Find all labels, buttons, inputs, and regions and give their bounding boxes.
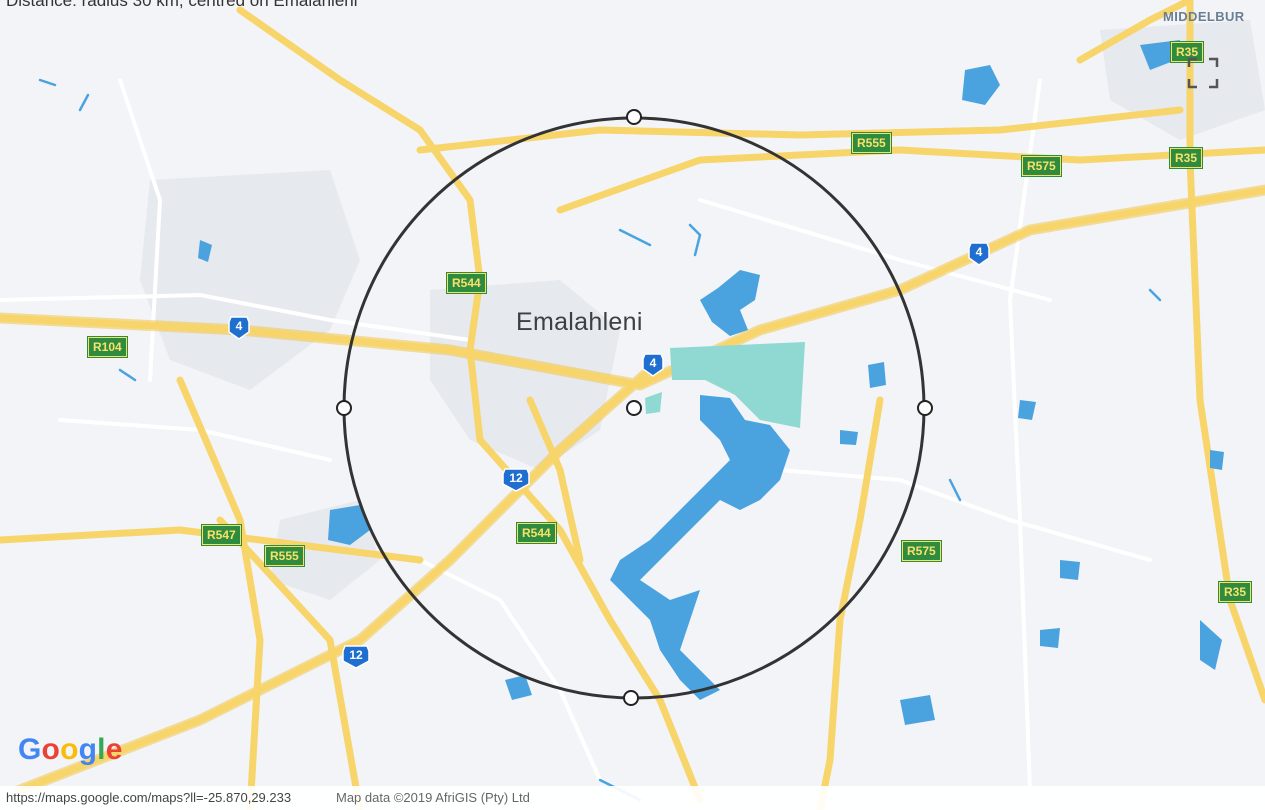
pan xyxy=(1018,400,1036,420)
highway-r544 xyxy=(236,6,704,804)
fullscreen-icon xyxy=(1187,57,1219,89)
circle-handle-icon[interactable] xyxy=(626,109,642,125)
national-route-shield-icon: 4 xyxy=(228,316,250,340)
stream xyxy=(618,228,652,247)
route-label: R544 xyxy=(516,522,557,544)
minor-road xyxy=(1007,78,1042,792)
route-label: R575 xyxy=(901,540,942,562)
highway-r35-north xyxy=(1076,0,1194,64)
pan-northeast xyxy=(962,65,1000,105)
pan xyxy=(505,675,532,700)
mine-area xyxy=(670,342,805,428)
stream xyxy=(948,478,962,502)
highway-r575-south xyxy=(816,396,884,810)
footer-url[interactable]: https://maps.google.com/maps?ll=-25.870,… xyxy=(6,790,292,805)
mine-pond xyxy=(645,392,662,414)
urban-area-west xyxy=(140,170,360,390)
circle-handle-icon[interactable] xyxy=(917,400,933,416)
highway-r555-north xyxy=(416,106,1184,154)
pan xyxy=(1210,450,1224,470)
stream xyxy=(118,368,137,382)
highway-link xyxy=(526,396,584,564)
national-route-shield-icon: 4 xyxy=(968,242,990,266)
route-label: R35 xyxy=(1168,147,1204,169)
dam-witbank xyxy=(610,395,790,700)
route-label: R35 xyxy=(1217,581,1253,603)
map-footer: https://maps.google.com/maps?ll=-25.870,… xyxy=(0,786,1265,810)
town-label: MIDDELBUR xyxy=(1163,9,1245,24)
national-route-shield-icon: 12 xyxy=(502,468,530,492)
highway-r547-south xyxy=(216,516,364,810)
stream xyxy=(38,78,57,87)
city-label: Emalahleni xyxy=(516,308,643,336)
circle-handles[interactable] xyxy=(336,109,933,706)
national-route-number: 4 xyxy=(649,356,657,370)
map-attribution: Map data ©2019 AfriGIS (Pty) Ltd xyxy=(336,790,530,805)
national-route-number: 12 xyxy=(349,648,363,662)
pan xyxy=(198,240,212,262)
google-logo: Google xyxy=(18,733,123,766)
pan xyxy=(840,430,858,445)
national-route-shield-icon: 4 xyxy=(642,353,664,377)
pan xyxy=(1040,628,1060,648)
highway-n12 xyxy=(16,366,654,794)
stream xyxy=(1148,288,1162,302)
minor-road xyxy=(0,292,472,342)
circle-center-handle-icon[interactable] xyxy=(626,400,642,416)
minor-road xyxy=(418,558,602,782)
pan-southwest xyxy=(328,505,370,545)
highway-r35 xyxy=(1186,0,1265,704)
minor-road xyxy=(778,468,1152,562)
stream xyxy=(78,93,90,112)
circle-handle-icon[interactable] xyxy=(623,690,639,706)
stream xyxy=(688,223,702,257)
minor-road xyxy=(698,198,1052,302)
urban-area-northeast xyxy=(1100,20,1265,140)
route-label: R575 xyxy=(1021,155,1062,177)
route-label: R547 xyxy=(201,524,242,546)
pan xyxy=(900,695,935,725)
national-route-number: 12 xyxy=(509,471,523,485)
highway-r547 xyxy=(176,376,264,810)
pan xyxy=(1060,560,1080,580)
route-label: R555 xyxy=(264,545,305,567)
pan xyxy=(1200,620,1222,670)
route-label: R555 xyxy=(851,132,892,154)
map-caption: Distance: radius 30 km, centred on Emala… xyxy=(6,0,358,10)
minor-roads xyxy=(0,78,1152,792)
minor-road xyxy=(118,78,163,382)
national-route-shield-icon: 12 xyxy=(342,645,370,669)
route-label: R104 xyxy=(87,336,128,358)
national-route-number: 4 xyxy=(975,245,983,259)
pan-middelburg xyxy=(1140,40,1180,70)
water-bodies xyxy=(198,40,1224,725)
route-label: R544 xyxy=(446,272,487,294)
pan xyxy=(868,362,886,388)
dam-north xyxy=(700,270,760,336)
fullscreen-button[interactable] xyxy=(1186,56,1220,90)
minor-road xyxy=(58,418,332,462)
circle-handle-icon[interactable] xyxy=(336,400,352,416)
highway-r575-north xyxy=(556,146,1265,214)
route-label: R35 xyxy=(1169,41,1205,63)
national-route-number: 4 xyxy=(235,319,243,333)
